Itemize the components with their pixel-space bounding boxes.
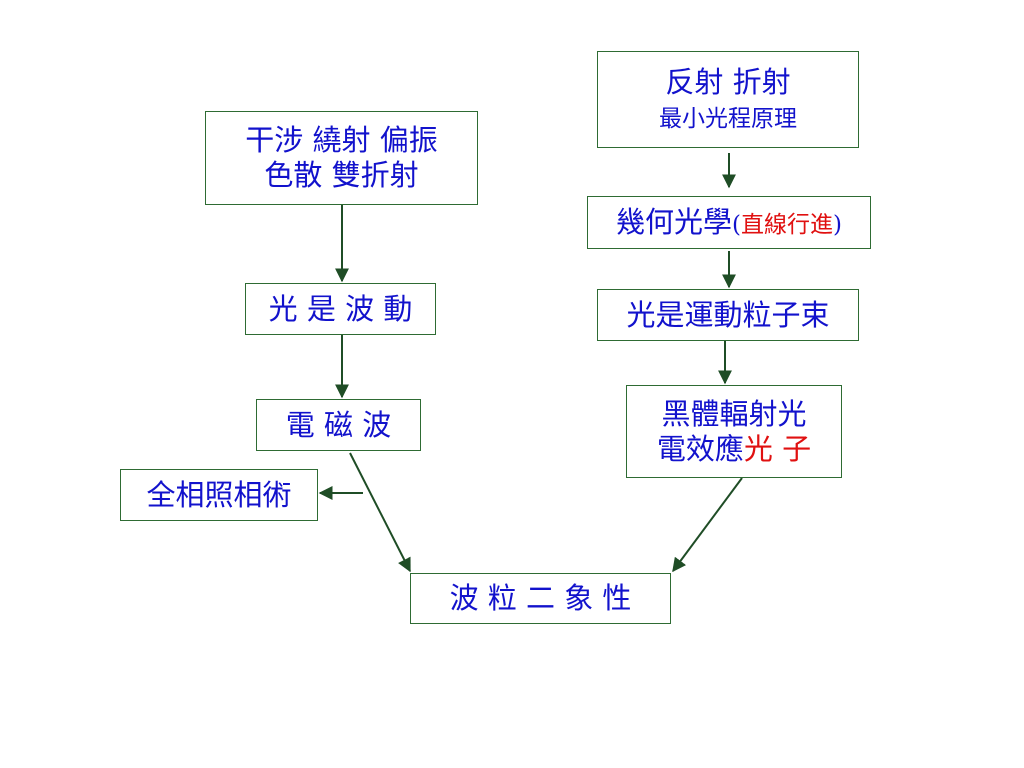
geometric-optics-label: 幾何光學 xyxy=(616,205,733,240)
geometric-optics-node: 幾何光學(直線行進) xyxy=(587,196,871,249)
blackbody-node: 黑體輻射光 電效應光 子 xyxy=(626,385,842,478)
photoelectric-effect-label: 電效應 xyxy=(656,431,744,466)
straight-line-propagation-label: 直線行進 xyxy=(741,212,833,239)
holography-label: 全相照相術 xyxy=(146,477,292,512)
paren-open: ( xyxy=(732,212,741,239)
arrow-blackbody-to-duality xyxy=(672,477,743,573)
light-is-wave-label: 光 是 波 動 xyxy=(268,291,413,326)
duality-label: 波 粒 二 象 性 xyxy=(449,581,632,616)
light-is-wave-node: 光 是 波 動 xyxy=(245,283,436,335)
blackbody-line2: 電效應光 子 xyxy=(657,432,811,467)
reflection-subtitle: 最小光程原理 xyxy=(659,106,797,133)
light-is-particles-label: 光是運動粒子束 xyxy=(626,297,830,332)
holography-node: 全相照相術 xyxy=(120,469,318,521)
interference-line2: 色散 雙折射 xyxy=(264,158,419,192)
em-wave-node: 電 磁 波 xyxy=(256,399,421,451)
geometric-optics-text: 幾何光學(直線行進) xyxy=(616,205,842,240)
paren-close: ) xyxy=(833,212,842,239)
light-is-particles-node: 光是運動粒子束 xyxy=(597,289,859,341)
duality-node: 波 粒 二 象 性 xyxy=(410,573,671,624)
blackbody-line1: 黑體輻射光 xyxy=(661,396,807,431)
interference-line1: 干涉 繞射 偏振 xyxy=(245,123,438,158)
reflection-title: 反射 折射 xyxy=(665,65,791,100)
reflection-node: 反射 折射 最小光程原理 xyxy=(597,51,859,148)
em-wave-label: 電 磁 波 xyxy=(285,407,392,442)
arrow-em-wave-to-duality xyxy=(349,452,411,573)
interference-node: 干涉 繞射 偏振 色散 雙折射 xyxy=(205,111,478,205)
photon-label: 光 子 xyxy=(743,431,812,466)
